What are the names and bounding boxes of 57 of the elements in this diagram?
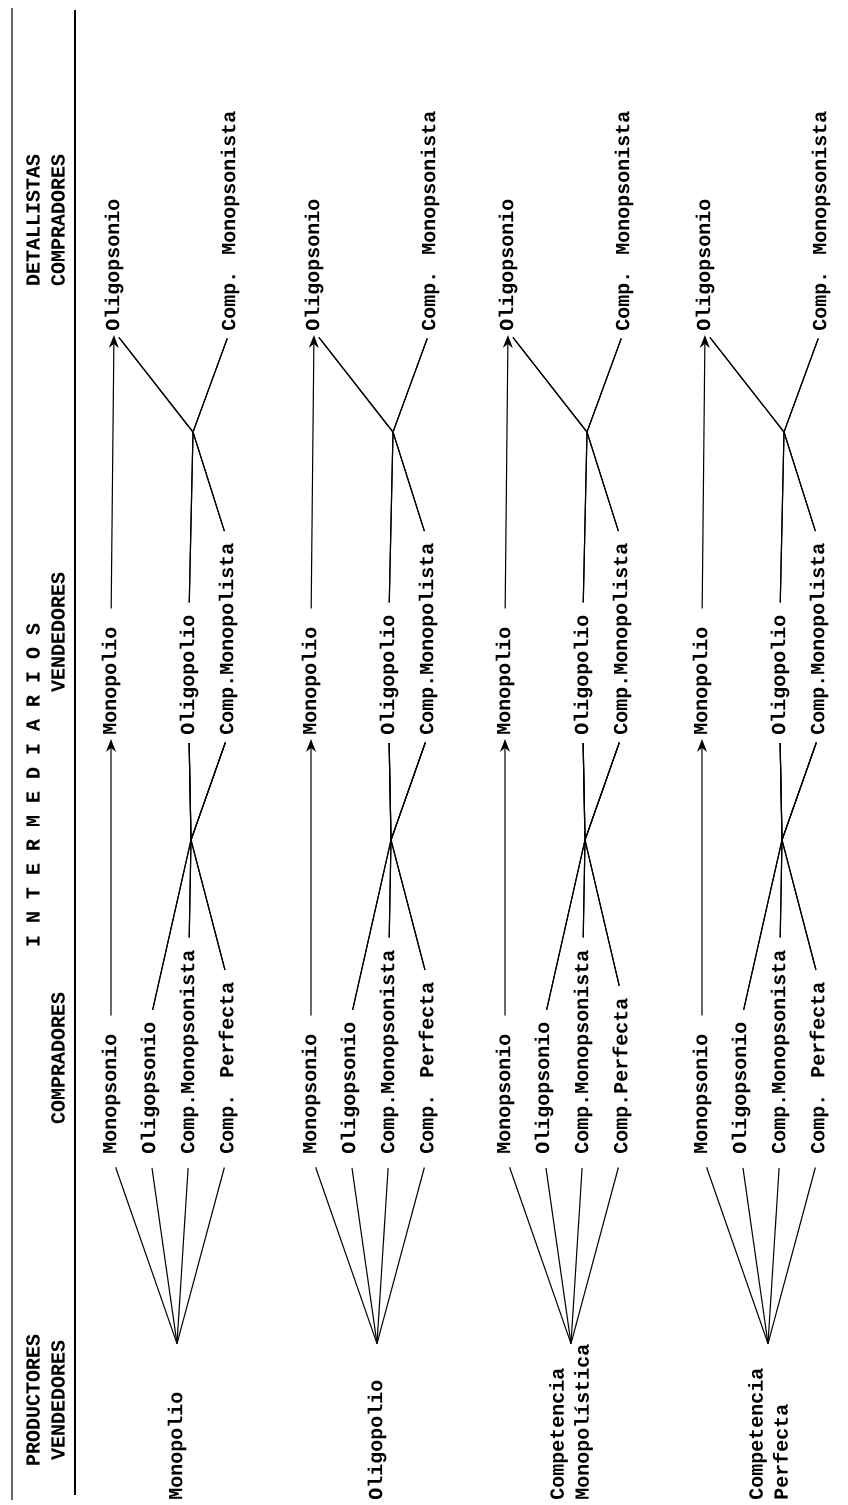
market-label: Comp. Perfecta [809, 982, 829, 1154]
column-header: VENDEDORES [51, 572, 65, 692]
market-label: Monopolio [301, 627, 321, 734]
connector-line [176, 1166, 225, 1345]
market-label: Oligopolio [573, 615, 593, 735]
column-header: I N T E R M E D I A R I O S [26, 623, 40, 946]
market-label: Comp.Monopolista [218, 543, 238, 735]
market-label: Oligopsonio [695, 199, 715, 331]
connector-line [392, 337, 428, 532]
market-label: Comp.Monopolista [809, 543, 829, 735]
market-label: Comp. Monopsonista [614, 111, 634, 331]
market-label: Oligopsonio [140, 1022, 160, 1154]
market-label: Monopsonio [692, 1034, 712, 1153]
market-label: Oligopolio [379, 615, 399, 735]
market-label: Monopsonio [101, 1034, 121, 1153]
market-label: Oligopsonio [498, 199, 518, 331]
column-header: PRODUCTORES VENDEDORES [26, 1334, 65, 1465]
market-label: Comp. Monopsonista [220, 111, 240, 331]
market-label: Monopolio [692, 627, 712, 734]
market-label: Competencia Monopolística [549, 1344, 593, 1499]
market-label: Comp.Monopolista [418, 543, 438, 735]
market-label: Comp.Monopsonista [379, 950, 399, 1154]
market-label: Comp. Perfecta [418, 982, 438, 1154]
connector-line [570, 1167, 583, 1345]
market-label: Monopolio [495, 627, 515, 734]
connector-line [376, 1167, 389, 1345]
market-label: Oligopsonio [731, 1022, 751, 1154]
market-label: Oligopolio [179, 615, 199, 735]
market-label: Oligopolio [770, 615, 790, 735]
market-label: Monopolio [167, 1392, 187, 1499]
connector-line [376, 1166, 425, 1345]
market-label: Comp.Monopsonista [770, 950, 790, 1154]
market-label: Comp.Perfecta [612, 998, 632, 1154]
market-label: Comp.Monopsonista [179, 950, 199, 1154]
market-label: Comp.Monopolista [612, 543, 632, 735]
market-label: Comp. Perfecta [218, 982, 238, 1154]
column-header: DETALLISTAS COMPRADORES [26, 154, 65, 286]
market-label: Oligopolio [367, 1380, 387, 1500]
market-label: Oligopsonio [340, 1022, 360, 1154]
market-label: Comp. Monopsonista [420, 111, 440, 331]
connector-line [176, 1167, 189, 1345]
market-label: Monopolio [101, 627, 121, 734]
market-label: Comp. Monopsonista [811, 111, 831, 331]
connector-line [767, 1166, 816, 1345]
market-label: Oligopsonio [304, 199, 324, 331]
connector-line [570, 1166, 619, 1345]
connector-line [586, 337, 622, 532]
market-label: Competencia Perfecta [748, 1368, 788, 1499]
market-label: Monopsonio [495, 1034, 515, 1153]
market-label: Oligopsonio [534, 1022, 554, 1154]
connector-line [783, 337, 819, 532]
connector-line [767, 1167, 780, 1345]
market-label: Monopsonio [301, 1034, 321, 1153]
column-header: COMPRADORES [51, 992, 65, 1124]
market-label: Oligopsonio [104, 199, 124, 331]
market-label: Comp.Monopsonista [573, 950, 593, 1154]
connector-line [192, 337, 228, 532]
